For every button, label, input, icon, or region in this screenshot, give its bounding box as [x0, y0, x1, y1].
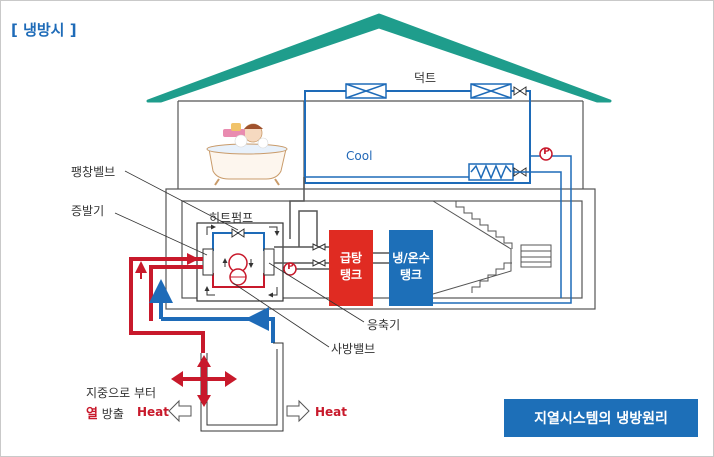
ground-heat-line2: 열 방출 — [86, 403, 124, 422]
ground-heat-rest: 방출 — [97, 407, 124, 421]
condenser-unit — [263, 248, 275, 276]
heat-right-label: Heat — [315, 405, 348, 419]
expansion-valve-label: 팽창벨브 — [71, 165, 116, 179]
ground-loop-blue-pipe — [149, 279, 275, 343]
four-way-valve-label: 사방밸브 — [331, 342, 376, 356]
pump-symbol-heat-pump-label: P — [287, 262, 294, 272]
coil-heat-exchanger — [468, 163, 514, 181]
hot-water-tank-label: 급탕 탱크 — [329, 250, 373, 284]
duct-valves — [513, 86, 527, 177]
heat-outline-arrows — [168, 399, 310, 423]
evaporator-label: 증발기 — [71, 204, 105, 218]
pump-symbol-heat-pump — [283, 262, 297, 276]
ground-loop-outline — [200, 342, 284, 432]
fan-coil-units — [345, 83, 512, 99]
duct-label: 덕트 — [414, 71, 437, 85]
cold-hot-tank-label-line1: 냉/온수 — [392, 251, 430, 265]
house-outline — [165, 100, 596, 310]
ground-loop-red-pipe — [129, 257, 205, 353]
compressor — [228, 253, 248, 286]
cold-hot-water-tank — [389, 230, 433, 306]
ground-heat-line1: 지중으로 부터 — [86, 386, 157, 400]
pump-symbol-duct-label: P — [543, 147, 550, 157]
heat-pump-label: 히트펌프 — [209, 211, 254, 225]
cooling-duct-loop — [304, 90, 531, 184]
hot-water-tank — [329, 230, 373, 306]
condenser-label: 응축기 — [367, 318, 401, 332]
ground-heat-red-word: 열 — [86, 407, 98, 422]
cool-label: Cool — [346, 149, 373, 163]
roof — [146, 13, 612, 103]
heat-release-cross — [171, 355, 237, 407]
bathtub-illustration — [206, 123, 288, 186]
diagram-caption: 지열시스템의 냉방원리 — [504, 399, 698, 437]
heat-left-label: Heat — [137, 405, 170, 419]
page-header: [ 냉방시 ] — [11, 21, 77, 39]
hot-water-tank-label-line2: 탱크 — [339, 268, 363, 282]
hot-water-tank-label-line1: 급탕 — [339, 251, 363, 265]
pump-symbol-duct — [539, 147, 553, 161]
expansion-valve-symbol — [231, 228, 245, 238]
cold-hot-tank-label: 냉/온수 탱크 — [387, 250, 435, 284]
evaporator-unit — [202, 248, 214, 276]
heat-pump-arrows — [204, 224, 280, 298]
cold-hot-tank-label-line2: 탱크 — [399, 268, 423, 282]
red-flow-arrows — [135, 253, 199, 279]
leader-lines — [114, 170, 365, 348]
tank-inlet-valves — [312, 243, 326, 267]
stairs — [432, 200, 552, 295]
